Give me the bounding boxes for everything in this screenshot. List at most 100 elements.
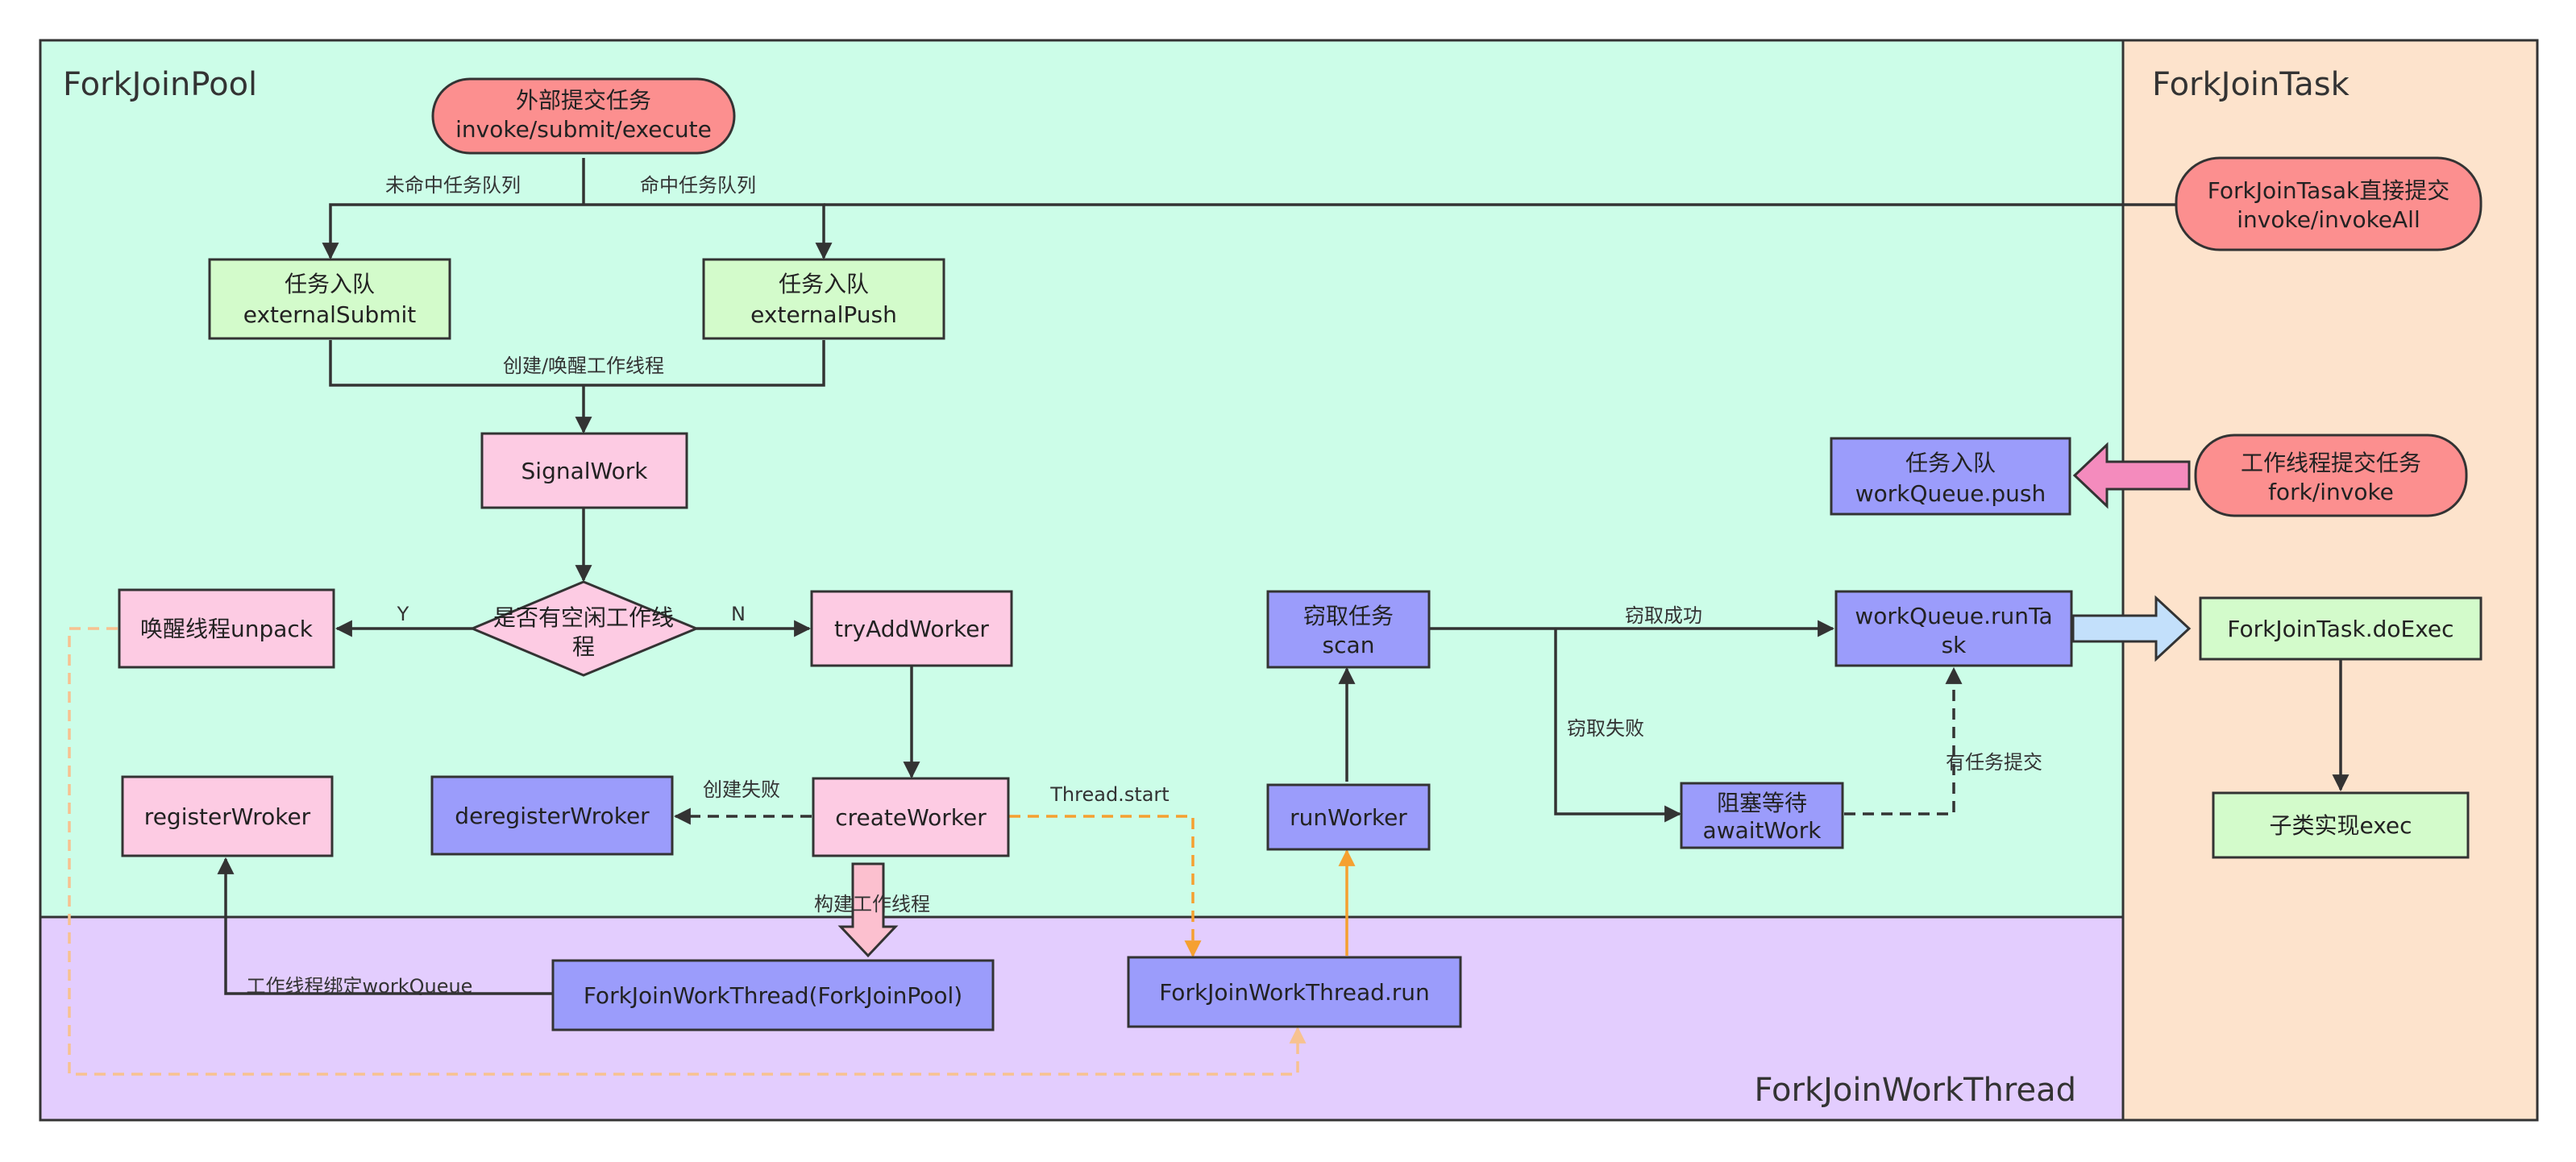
edge-miss-queue — [322, 203, 584, 260]
node-enqueue-submit-line1: 任务入队 — [285, 271, 375, 297]
node-external-submit-shape — [431, 77, 736, 155]
node-thread-run: ForkJoinWorkThread.run — [1127, 956, 1462, 1028]
node-run-task-shape — [1834, 590, 2073, 667]
node-external-submit: 外部提交任务 invoke/submit/execute — [431, 77, 736, 155]
node-thread-ctor: ForkJoinWorkThread(ForkJoinPool) — [551, 959, 995, 1031]
label-bind-queue: 工作线程绑定workQueue — [247, 975, 473, 998]
hollow-arrow-build-thread — [837, 862, 899, 958]
label-steal-fail: 窃取失败 — [1567, 717, 1644, 740]
node-try-add-worker-shape — [810, 590, 1013, 667]
node-register-worker: registerWroker — [121, 775, 334, 857]
hollow-arrow-worker-push — [2072, 442, 2191, 509]
node-subclass-exec: 子类实现exec — [2212, 791, 2470, 859]
node-fj-direct-submit-shape — [2175, 156, 2483, 251]
node-wake-unpack-shape — [118, 588, 335, 669]
node-steal-scan-line1: 窃取任务 — [1303, 603, 1394, 629]
node-run-task-line2: sk — [1942, 632, 1967, 658]
hollow-arrows — [837, 442, 2192, 958]
node-enqueue-push-line1: 任务入队 — [779, 271, 869, 297]
node-worker-push: 任务入队 workQueue.push — [1830, 437, 2071, 516]
node-steal-scan-shape — [1266, 590, 1431, 669]
label-miss-queue: 未命中任务队列 — [385, 174, 521, 197]
node-deregister-worker: deregisterWroker — [430, 775, 674, 856]
node-await-work-line2: awaitWork — [1703, 817, 1822, 844]
node-worker-push-shape — [1830, 437, 2071, 516]
node-await-work: 阻塞等待 awaitWork — [1680, 782, 1844, 849]
edge-merge — [329, 340, 825, 387]
node-enqueue-push-line2: externalPush — [750, 301, 897, 328]
node-do-exec-shape — [2199, 596, 2483, 661]
node-deregister-worker-shape — [430, 775, 674, 856]
node-thread-run-shape — [1127, 956, 1462, 1028]
node-thread-ctor-line1: ForkJoinWorkThread(ForkJoinPool) — [584, 982, 962, 1009]
node-enqueue-submit-line2: externalSubmit — [243, 301, 417, 328]
node-signal-work-line1: SignalWork — [521, 458, 649, 484]
node-idle-check-line1: 是否有空闲工作线 — [493, 604, 674, 631]
node-enqueue-submit: 任务入队 externalSubmit — [208, 258, 451, 340]
node-create-worker-shape — [812, 777, 1010, 857]
node-try-add-worker: tryAddWorker — [810, 590, 1013, 667]
node-worker-submit-line2: fork/invoke — [2268, 479, 2394, 505]
node-steal-scan: 窃取任务 scan — [1266, 590, 1431, 669]
node-do-exec-line1: ForkJoinTask.doExec — [2227, 616, 2453, 642]
node-run-task-line1: workQueue.runTa — [1855, 603, 2052, 629]
node-enqueue-push-shape — [702, 258, 945, 340]
label-create-fail: 创建失败 — [703, 778, 780, 801]
region-forkjoinpool-title: ForkJoinPool — [63, 66, 257, 103]
edge-task-submitted — [1844, 666, 1963, 815]
region-forkjointask-title: ForkJoinTask — [2152, 66, 2350, 103]
edges — [68, 158, 2350, 1076]
node-await-work-shape — [1680, 782, 1844, 849]
node-idle-check-line2: 程 — [572, 633, 595, 660]
node-idle-check: 是否有空闲工作线 程 — [469, 580, 700, 677]
label-build-thread: 构建工作线程 — [814, 893, 930, 915]
node-run-worker-shape — [1266, 783, 1431, 851]
node-thread-run-line1: ForkJoinWorkThread.run — [1159, 979, 1430, 1006]
node-signal-work-shape — [480, 432, 688, 509]
edge-steal-fail — [1554, 629, 1682, 823]
node-external-submit-line1: 外部提交任务 — [516, 87, 651, 114]
node-subclass-exec-line1: 子类实现exec — [2269, 812, 2412, 839]
region-forkjoinworkthread-title: ForkJoinWorkThread — [1754, 1072, 2076, 1109]
label-steal-ok: 窃取成功 — [1625, 604, 1702, 627]
node-worker-push-line1: 任务入队 — [1905, 450, 1996, 476]
node-fj-direct-submit: ForkJoinTasak直接提交 invoke/invokeAll — [2175, 156, 2483, 251]
node-signal-work: SignalWork — [480, 432, 688, 509]
node-fj-direct-submit-line1: ForkJoinTasak直接提交 — [2208, 177, 2449, 204]
label-create-wake: 创建/唤醒工作线程 — [503, 355, 664, 377]
node-run-worker-line1: runWorker — [1290, 804, 1407, 831]
label-yes: Y — [397, 603, 409, 625]
node-fj-direct-submit-line2: invoke/invokeAll — [2237, 206, 2420, 233]
edge-bind-queue — [217, 857, 553, 995]
edge-labels: 未命中任务队列 命中任务队列 创建/唤醒工作线程 Y N 创建失败 Thread… — [247, 174, 2042, 998]
node-register-worker-shape — [121, 775, 334, 857]
edge-thread-start — [1009, 815, 1202, 958]
region-forkjoinworkthread-bg — [39, 915, 2125, 1122]
label-hit-queue: 命中任务队列 — [640, 174, 756, 197]
node-external-submit-line2: invoke/submit/execute — [455, 116, 712, 143]
node-enqueue-push: 任务入队 externalPush — [702, 258, 945, 340]
region-forkjoinworkthread: ForkJoinWorkThread — [39, 915, 2125, 1122]
node-worker-submit-shape — [2194, 434, 2468, 517]
label-no: N — [731, 603, 746, 625]
label-task-submitted: 有任务提交 — [1946, 751, 2042, 774]
node-steal-scan-line2: scan — [1323, 632, 1375, 658]
node-await-work-line1: 阻塞等待 — [1717, 790, 1807, 816]
node-worker-push-line2: workQueue.push — [1855, 480, 2046, 507]
node-do-exec: ForkJoinTask.doExec — [2199, 596, 2483, 661]
region-forkjoinpool-bg — [39, 39, 2125, 919]
node-worker-submit: 工作线程提交任务 fork/invoke — [2194, 434, 2468, 517]
nodes: 外部提交任务 invoke/submit/execute 任务入队 extern… — [118, 77, 2483, 1031]
node-thread-ctor-shape — [551, 959, 995, 1031]
node-run-worker: runWorker — [1266, 783, 1431, 851]
hollow-arrow-to-doexec — [2071, 595, 2192, 662]
node-wake-unpack: 唤醒线程unpack — [118, 588, 335, 669]
node-register-worker-line1: registerWroker — [144, 803, 311, 830]
node-create-worker: createWorker — [812, 777, 1010, 857]
node-wake-unpack-line1: 唤醒线程unpack — [140, 616, 314, 642]
region-forkjoinpool: ForkJoinPool — [39, 39, 2125, 919]
node-create-worker-line1: createWorker — [835, 804, 987, 831]
node-idle-check-shape — [469, 580, 700, 677]
node-enqueue-submit-shape — [208, 258, 451, 340]
